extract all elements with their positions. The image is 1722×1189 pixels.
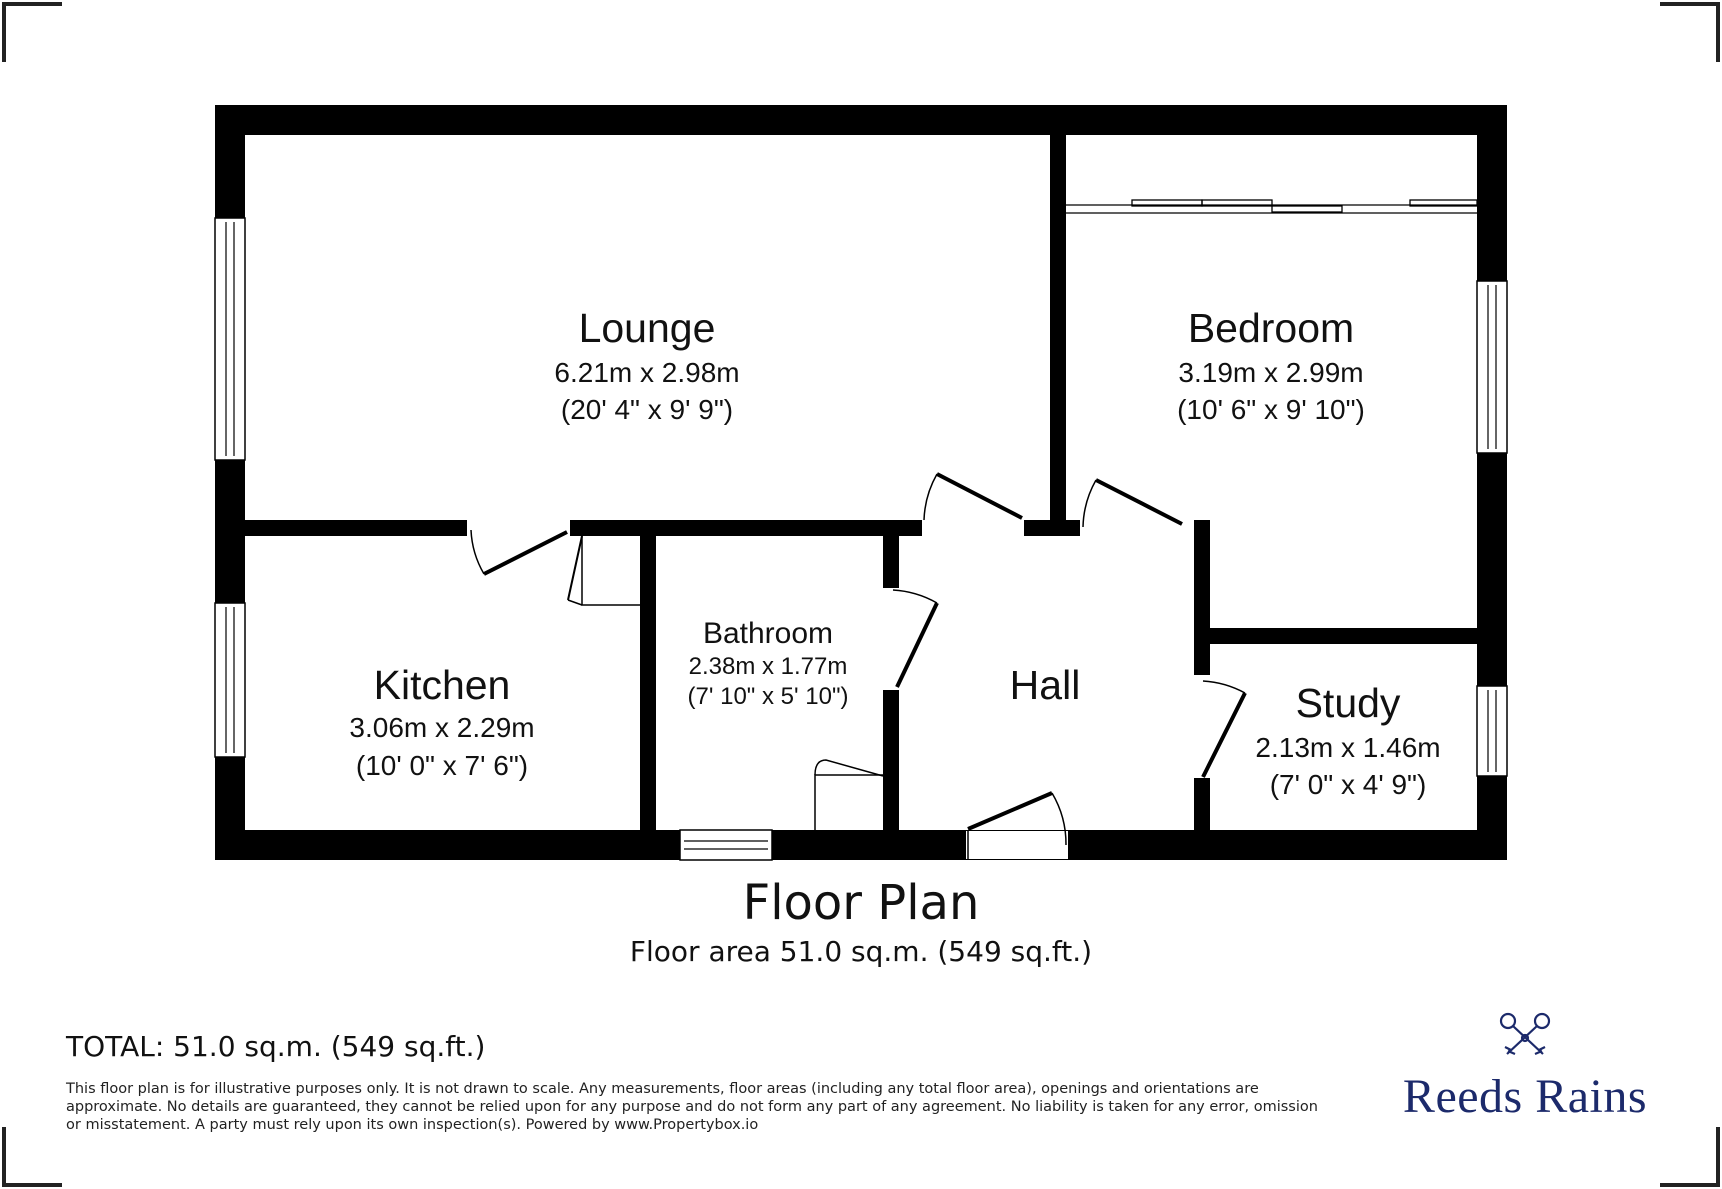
doors <box>470 472 1247 859</box>
room-name: Lounge <box>579 305 716 351</box>
room-dimensions-metric: 3.06m x 2.29m <box>349 712 534 743</box>
room-dimensions-imperial: (7' 0" x 4' 9") <box>1270 769 1427 800</box>
door-front <box>967 791 1067 859</box>
room-dimensions-imperial: (7' 10" x 5' 10") <box>688 683 849 710</box>
door-kitchen <box>470 529 568 576</box>
brand-name: Reeds Rains <box>1402 1070 1648 1123</box>
room-name: Study <box>1296 680 1401 726</box>
door-bathroom <box>892 589 939 688</box>
room-name: Bedroom <box>1188 305 1354 351</box>
room-dimensions-imperial: (20' 4" x 9' 9") <box>561 394 733 425</box>
room-dimensions-imperial: (10' 0" x 7' 6") <box>356 750 528 781</box>
door-bedroom <box>1082 478 1183 528</box>
window-bathroom <box>679 829 773 861</box>
room-lounge: Lounge 6.21m x 2.98m (20' 4" x 9' 9") <box>554 305 739 425</box>
room-dimensions-metric: 3.19m x 2.99m <box>1178 357 1363 388</box>
room-dimensions-metric: 2.13m x 1.46m <box>1255 732 1440 763</box>
window-bedroom <box>1476 280 1508 454</box>
window-study <box>1476 685 1508 777</box>
walls <box>215 105 1507 860</box>
room-name: Kitchen <box>374 662 511 708</box>
window-kitchen <box>214 602 246 758</box>
crossed-keys-icon <box>1499 1012 1551 1056</box>
room-kitchen: Kitchen 3.06m x 2.29m (10' 0" x 7' 6") <box>349 662 534 781</box>
room-hall: Hall <box>1010 662 1081 708</box>
window-lounge <box>214 217 246 461</box>
brand-logo: Reeds Rains <box>1375 1010 1675 1124</box>
disclaimer-text: This floor plan is for illustrative purp… <box>66 1081 1318 1133</box>
plan-title: Floor Plan <box>742 875 980 931</box>
front-door-opening <box>966 831 1068 859</box>
room-dimensions-metric: 2.38m x 1.77m <box>689 653 848 680</box>
room-name: Bathroom <box>703 617 833 650</box>
room-bathroom: Bathroom 2.38m x 1.77m (7' 10" x 5' 10") <box>688 617 849 710</box>
room-name: Hall <box>1010 662 1081 708</box>
room-dimensions-imperial: (10' 6" x 9' 10") <box>1177 394 1365 425</box>
door-lounge <box>923 472 1023 521</box>
plan-floor-area: Floor area 51.0 sq.m. (549 sq.ft.) <box>629 935 1093 968</box>
door-study <box>1201 680 1247 778</box>
windows <box>214 217 1508 861</box>
wardrobe <box>1066 199 1478 214</box>
kitchen-cupboard <box>567 535 640 606</box>
bath-fixture <box>814 759 884 830</box>
total-area: TOTAL: 51.0 sq.m. (549 sq.ft.) <box>66 1030 486 1063</box>
room-dimensions-metric: 6.21m x 2.98m <box>554 357 739 388</box>
room-study: Study 2.13m x 1.46m (7' 0" x 4' 9") <box>1255 680 1440 800</box>
room-bedroom: Bedroom 3.19m x 2.99m (10' 6" x 9' 10") <box>1177 305 1365 425</box>
